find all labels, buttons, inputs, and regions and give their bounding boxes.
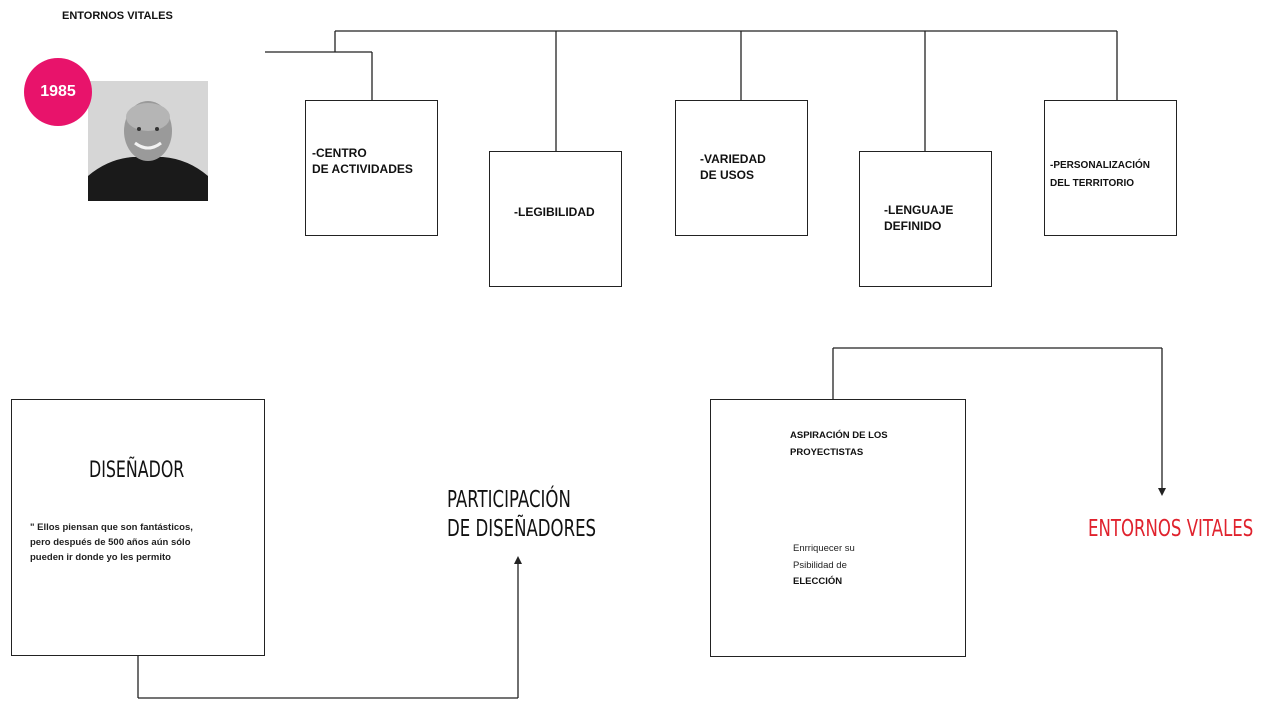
box-label: -PERSONALIZACIÓN DEL TERRITORIO: [1050, 160, 1150, 189]
box-label: -VARIEDAD DE USOS: [700, 152, 766, 182]
box-legibilidad: -LEGIBILIDAD: [489, 151, 622, 287]
aspiration-body: Enrriquecer su Psibilidad de: [793, 543, 855, 571]
box-label: -LEGIBILIDAD: [514, 205, 595, 219]
box-label: -CENTRO DE ACTIVIDADES: [312, 146, 413, 176]
designer-box: DISEÑADOR " Ellos piensan que son fantás…: [11, 399, 265, 656]
box-variedad-usos: -VARIEDAD DE USOS: [675, 100, 808, 236]
page-title: ENTORNOS VITALES: [62, 10, 173, 22]
year-badge: 1985: [24, 58, 92, 126]
aspiration-emphasis: ELECCIÓN: [793, 576, 843, 587]
aspiration-box: ASPIRACIÓN DE LOS PROYECTISTAS Enrriquec…: [710, 399, 966, 657]
result-label: ENTORNOS VITALES: [1088, 516, 1254, 542]
participation-label: PARTICIPACIÓN DE DISEÑADORES: [447, 487, 597, 542]
box-personalizacion-territorio: -PERSONALIZACIÓN DEL TERRITORIO: [1044, 100, 1177, 236]
designer-quote: " Ellos piensan que son fantásticos, per…: [30, 522, 193, 563]
portrait-photo: [88, 81, 208, 201]
box-label: -LENGUAJE DEFINIDO: [884, 203, 954, 233]
box-centro-actividades: -CENTRO DE ACTIVIDADES: [305, 100, 438, 236]
aspiration-title: ASPIRACIÓN DE LOS PROYECTISTAS: [790, 430, 888, 458]
designer-title: DISEÑADOR: [89, 458, 185, 483]
box-lenguaje-definido: -LENGUAJE DEFINIDO: [859, 151, 992, 287]
